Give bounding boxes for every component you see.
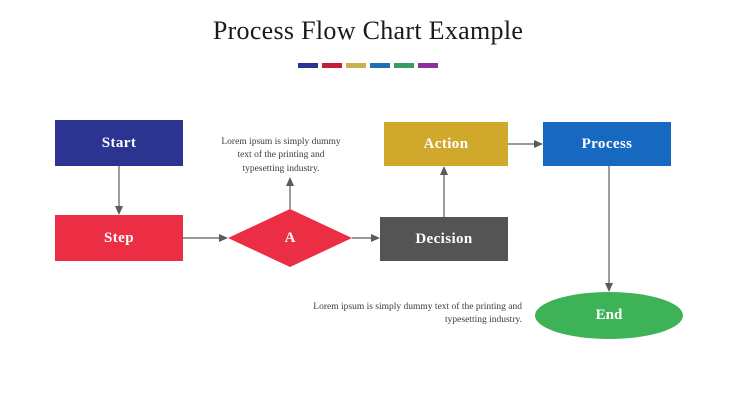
note-top: Lorem ipsum is simply dummy text of the … xyxy=(221,137,341,174)
node-decision[interactable]: Decision xyxy=(380,217,508,261)
node-step[interactable]: Step xyxy=(55,215,183,261)
connector-action-to-process xyxy=(508,140,543,148)
node-a-label: A xyxy=(284,229,296,246)
node-process-label: Process xyxy=(581,135,633,152)
connector-step-to-a xyxy=(183,234,228,242)
accent-dash-6 xyxy=(418,62,438,68)
accent-dash-bar xyxy=(298,62,438,68)
node-start-label: Start xyxy=(101,134,137,151)
node-end-label: End xyxy=(595,307,623,323)
accent-dash-4 xyxy=(370,62,390,68)
node-process[interactable]: Process xyxy=(543,122,671,166)
page-title: Process Flow Chart Example xyxy=(212,16,524,45)
accent-dash-2 xyxy=(322,62,342,68)
node-a-decision-diamond[interactable]: A xyxy=(228,209,352,267)
connector-start-to-step xyxy=(115,166,123,215)
node-start[interactable]: Start xyxy=(55,120,183,166)
connector-a-to-decision xyxy=(352,234,380,242)
node-action[interactable]: Action xyxy=(384,122,508,166)
connector-process-to-end xyxy=(605,166,613,292)
node-step-label: Step xyxy=(104,229,134,246)
accent-dash-5 xyxy=(394,62,414,68)
connector-a-upward xyxy=(286,177,294,209)
node-action-label: Action xyxy=(423,135,469,152)
accent-dash-3 xyxy=(346,62,366,68)
note-bottom: Lorem ipsum is simply dummy text of the … xyxy=(313,302,522,326)
connector-decision-to-action xyxy=(440,166,448,217)
accent-dash-1 xyxy=(298,62,318,68)
node-decision-label: Decision xyxy=(415,230,473,247)
node-end[interactable]: End xyxy=(535,292,683,339)
